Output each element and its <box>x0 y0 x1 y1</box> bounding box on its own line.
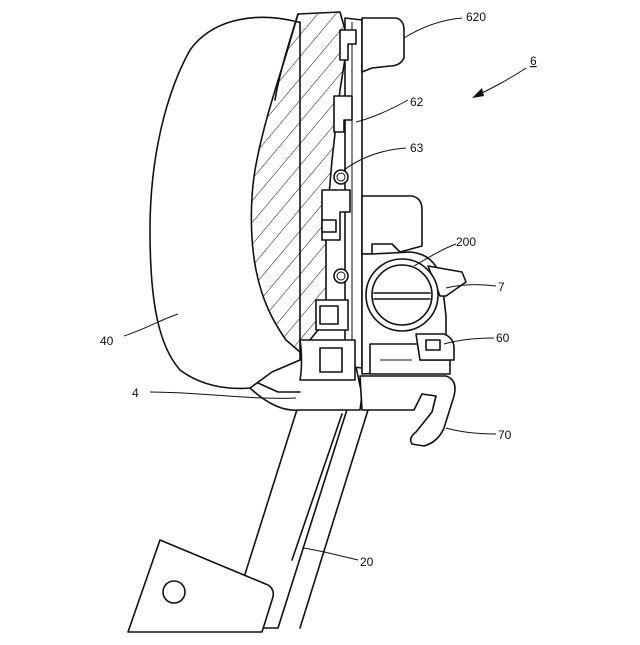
label-20: 20 <box>360 555 374 569</box>
label-60: 60 <box>496 331 510 345</box>
cylinder-200 <box>366 259 438 331</box>
assembly-arrow <box>472 68 526 98</box>
housing-block <box>362 196 422 254</box>
leader-62 <box>356 100 408 122</box>
label-200: 200 <box>456 235 476 249</box>
label-40: 40 <box>100 334 114 348</box>
label-63: 63 <box>410 141 424 155</box>
label-620: 620 <box>466 10 486 24</box>
leader-70 <box>446 428 496 434</box>
cap-620 <box>362 18 404 72</box>
label-70: 70 <box>498 428 512 442</box>
label-6: 6 <box>530 54 537 68</box>
label-4: 4 <box>132 386 139 400</box>
mounting-hole <box>163 581 185 603</box>
lever-70 <box>360 376 455 446</box>
leader-20 <box>302 548 358 560</box>
label-7: 7 <box>498 280 505 294</box>
label-62: 62 <box>410 95 424 109</box>
leader-620 <box>404 18 462 38</box>
